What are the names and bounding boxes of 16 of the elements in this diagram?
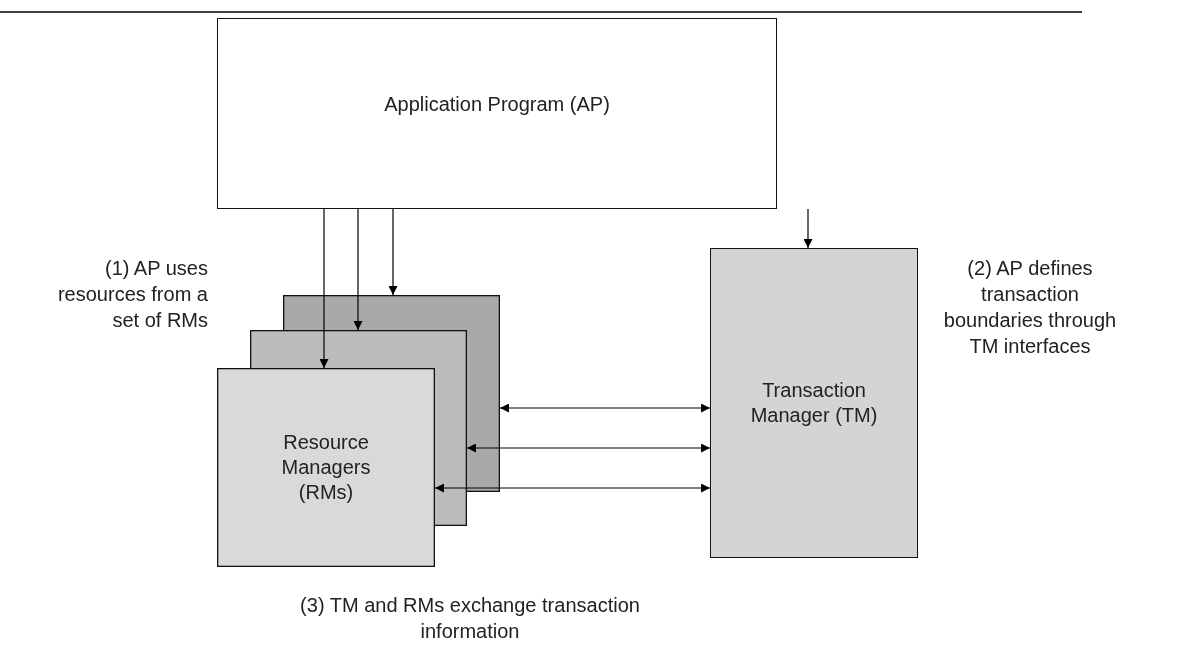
arrow bbox=[803, 208, 813, 249]
arrow bbox=[319, 208, 329, 369]
resource-manager-stack bbox=[217, 295, 500, 567]
note-text: (2) AP defines transaction boundaries through TM interfaces bbox=[942, 256, 1118, 359]
note-text: (3) TM and RMs exchange transaction information bbox=[299, 593, 641, 644]
arrow bbox=[466, 443, 711, 453]
note-text: (1) AP uses resources from a set of RMs bbox=[56, 256, 208, 333]
node-label: Transaction Manager (TM) bbox=[749, 378, 879, 428]
program-box bbox=[217, 18, 777, 209]
arrow bbox=[353, 208, 363, 331]
node-label: Application Program (AP) bbox=[384, 92, 610, 117]
node-label: Resource Managers (RMs) bbox=[280, 430, 372, 505]
arrow bbox=[434, 483, 711, 493]
arrow bbox=[388, 208, 398, 296]
arrow bbox=[499, 403, 711, 413]
manager-box bbox=[710, 248, 918, 558]
